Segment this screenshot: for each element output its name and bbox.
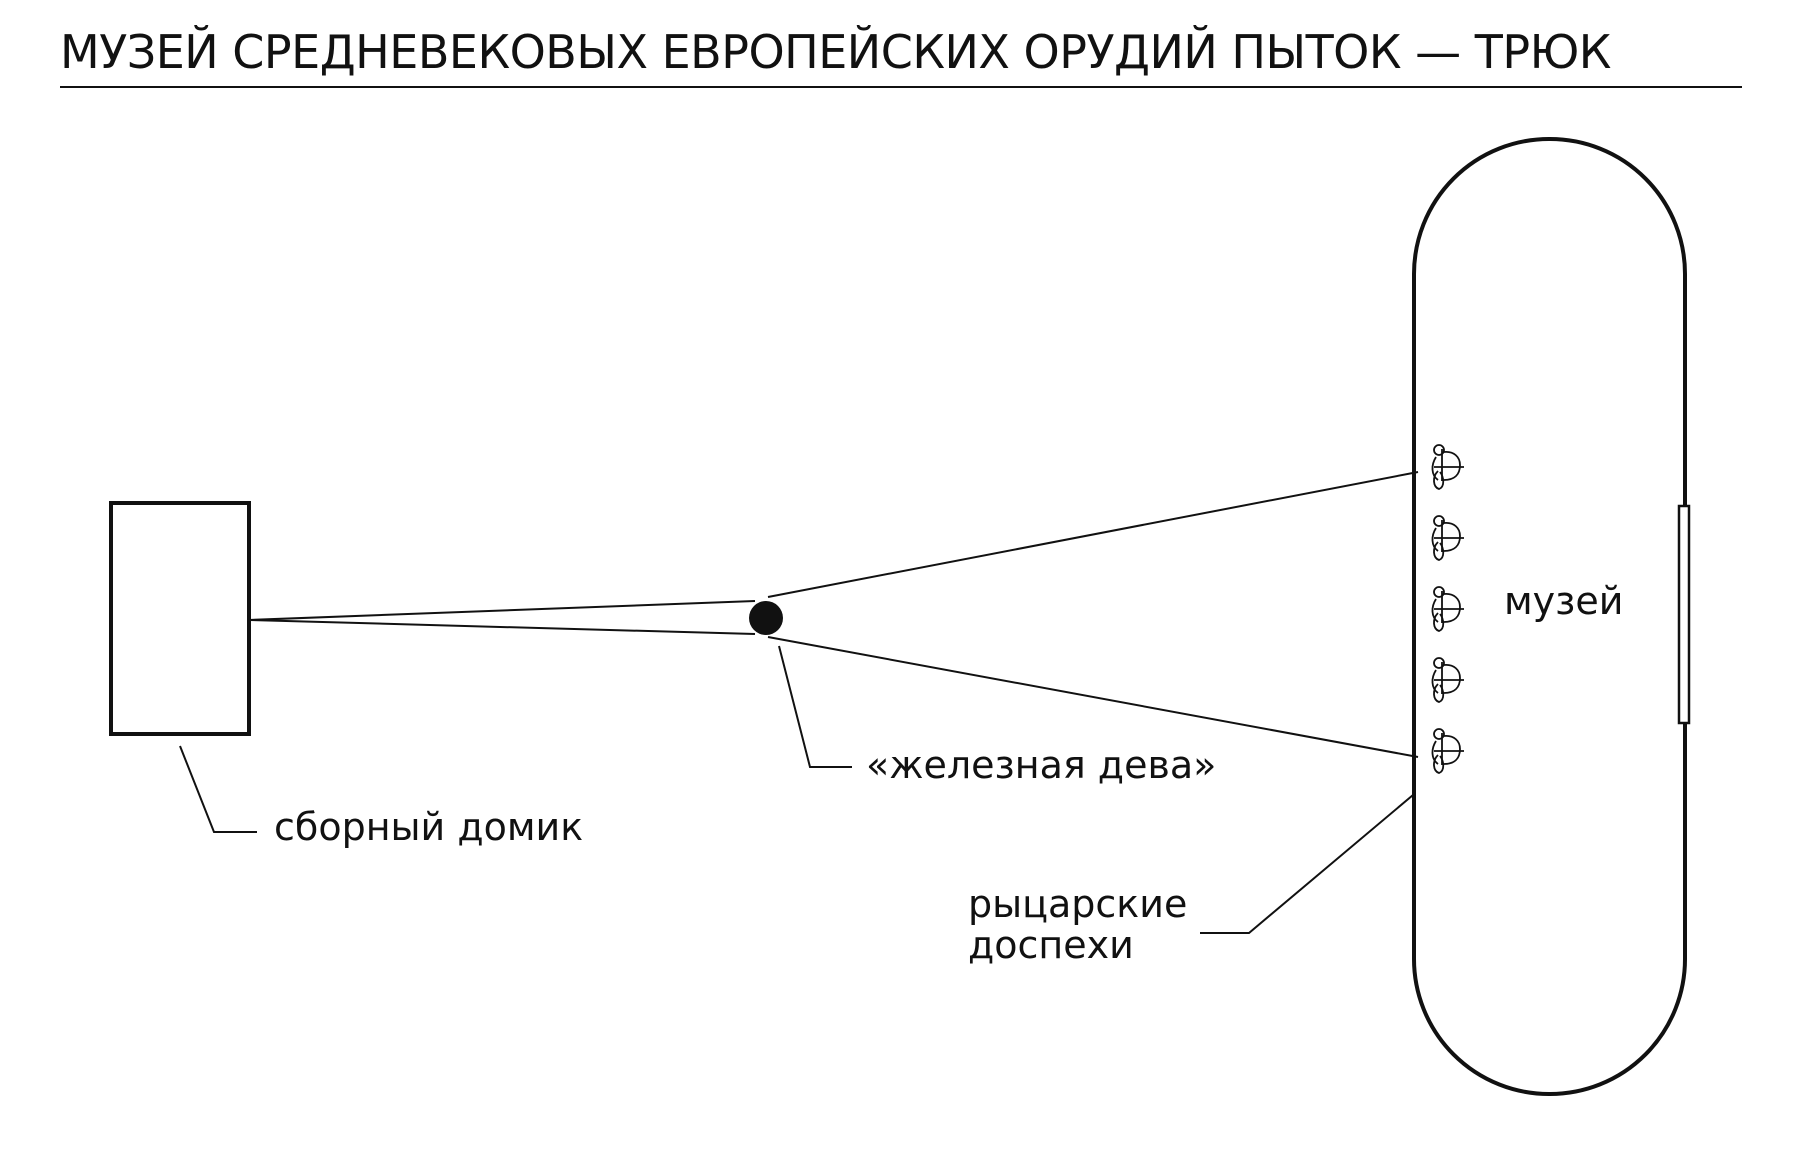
leader-line-armor: [1200, 794, 1414, 934]
armor-group: [1431, 444, 1464, 774]
knight-armor-icon: [1431, 444, 1464, 490]
museum-door: [1677, 504, 1691, 725]
sight-line-armor-bottom: [767, 636, 1419, 758]
label-iron-maiden: «железная дева»: [866, 743, 1216, 787]
leader-line-house: [179, 745, 257, 833]
sight-line-house-upper: [248, 600, 756, 621]
iron-maiden-dot: [749, 601, 783, 635]
knight-armor-icon: [1431, 586, 1464, 632]
label-prefab-house: сборный домик: [274, 805, 583, 849]
label-museum: музей: [1504, 579, 1623, 623]
leader-line-maiden: [778, 645, 852, 768]
sight-line-armor-top: [767, 471, 1419, 598]
label-armor-line2: доспехи: [968, 923, 1134, 967]
knight-armor-icon: [1431, 728, 1464, 774]
label-armor-line1: рыцарские: [968, 882, 1187, 926]
sight-line-house-lower: [248, 619, 756, 635]
knight-armor-icon: [1431, 657, 1464, 703]
prefab-house: [109, 501, 251, 736]
page-title: МУЗЕЙ СРЕДНЕВЕКОВЫХ ЕВРОПЕЙСКИХ ОРУДИЙ П…: [60, 25, 1611, 79]
knight-armor-icon: [1431, 515, 1464, 561]
